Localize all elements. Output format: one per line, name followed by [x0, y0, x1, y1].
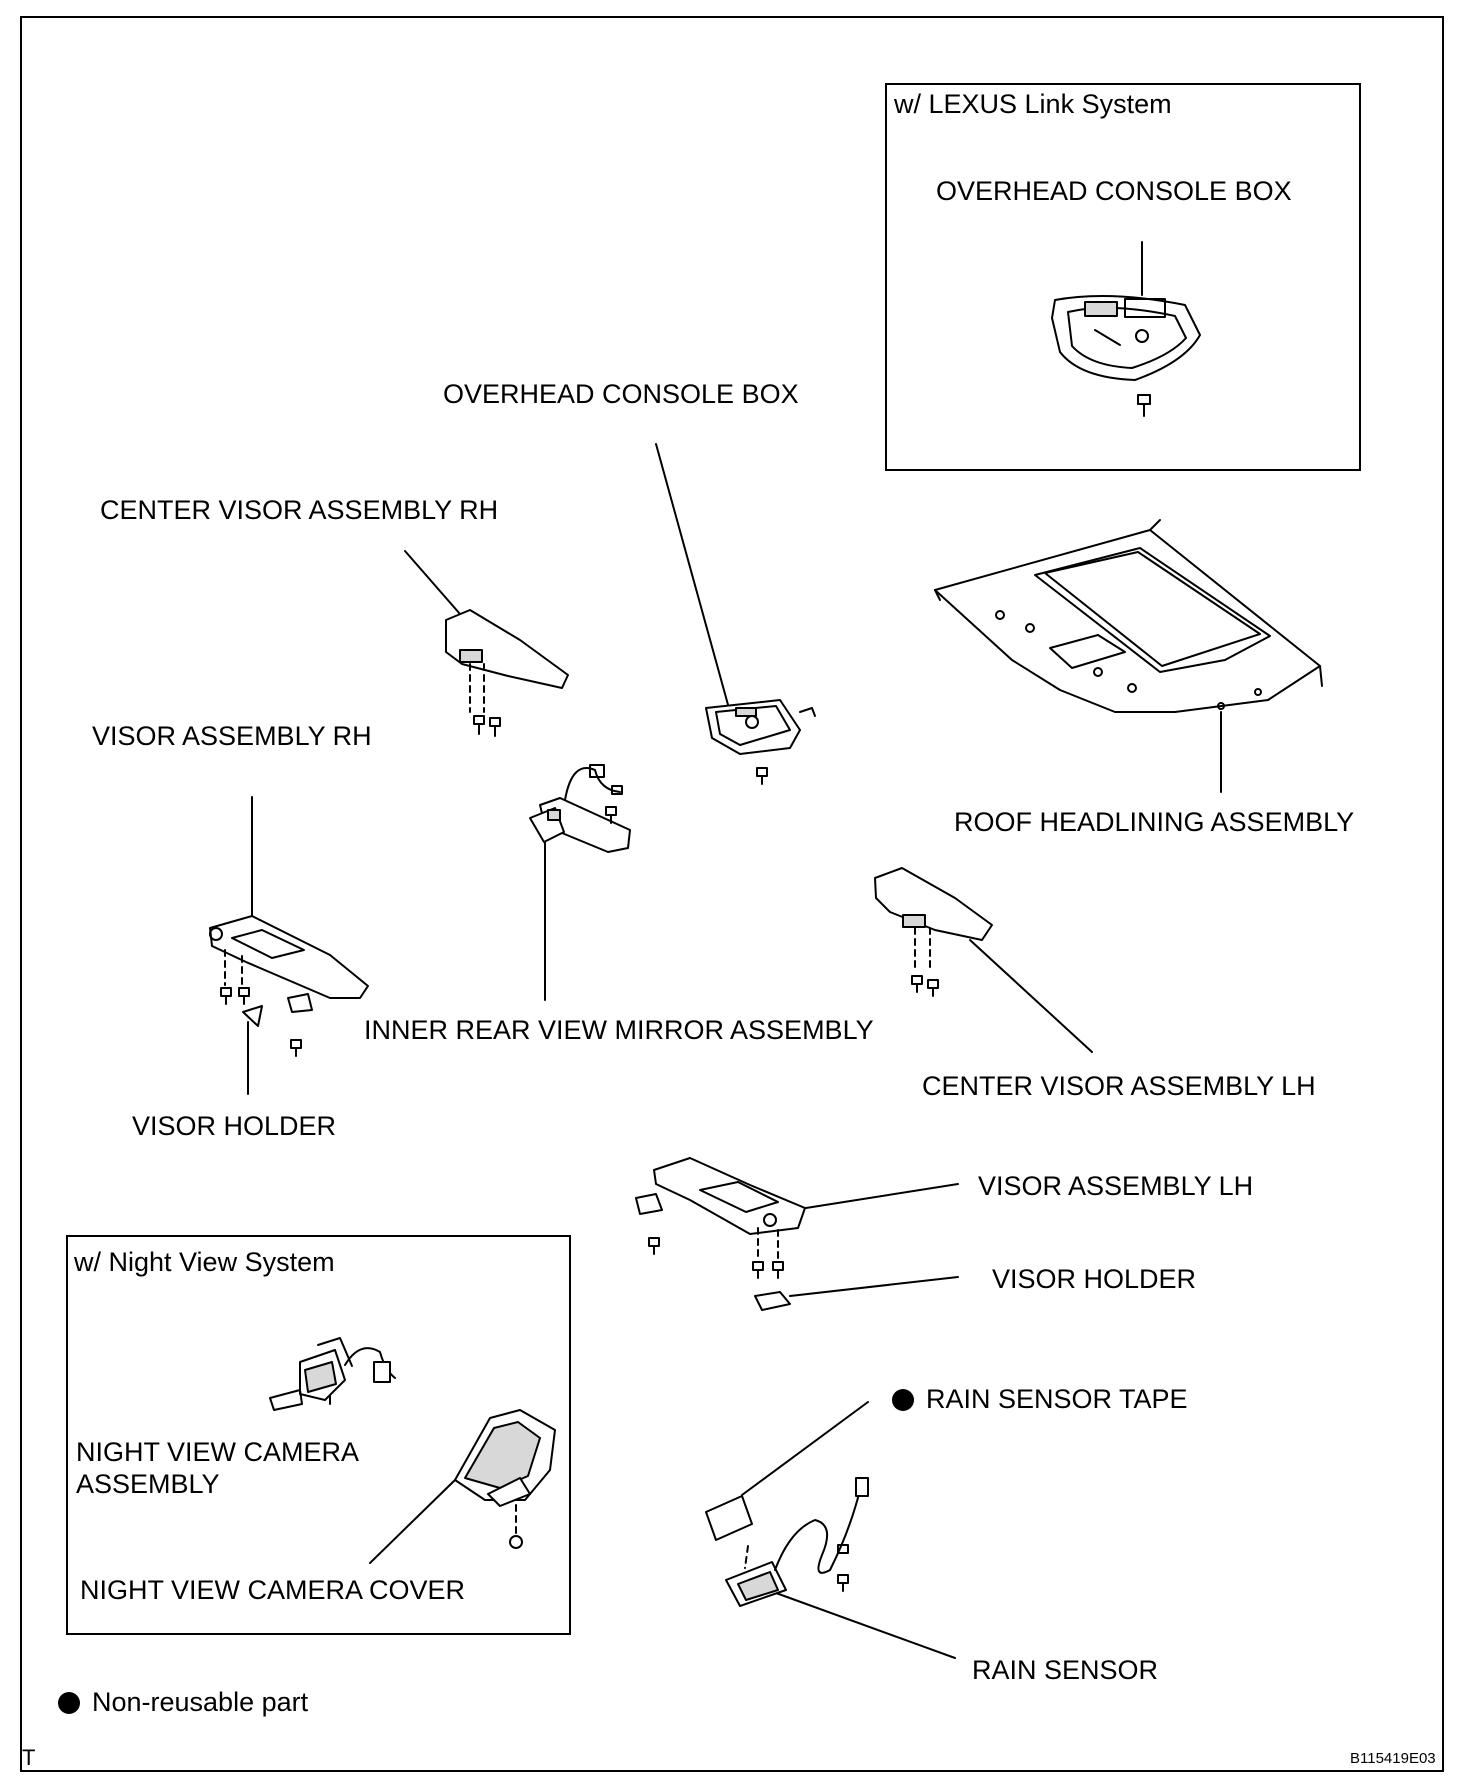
- overhead-console-box-part: [705, 699, 816, 785]
- lexus-link-inset-frame: [885, 83, 1361, 471]
- overhead-console-box-label: OVERHEAD CONSOLE BOX: [443, 379, 799, 409]
- legend-dot-icon: [58, 1692, 80, 1714]
- night-view-camera-label-line1: NIGHT VIEW CAMERA: [76, 1437, 360, 1467]
- visor-rh-label: VISOR ASSEMBLY RH: [92, 721, 372, 751]
- roof-headlining-part: [934, 519, 1323, 713]
- night-view-camera-part: [269, 1337, 396, 1411]
- rain-sensor-tape-text: RAIN SENSOR TAPE: [926, 1384, 1188, 1414]
- visor-lh-part: [635, 1157, 806, 1311]
- visor-rh-part: [209, 915, 369, 1057]
- overhead-console-box-inset-label: OVERHEAD CONSOLE BOX: [936, 176, 1292, 206]
- inner-mirror-label: INNER REAR VIEW MIRROR ASSEMBLY: [364, 1015, 874, 1045]
- center-visor-rh-label: CENTER VISOR ASSEMBLY RH: [100, 495, 499, 525]
- lexus-box-title: w/ LEXUS Link System: [894, 89, 1172, 119]
- inner-mirror-part: [529, 764, 631, 853]
- visor-holder-lh-label: VISOR HOLDER: [992, 1264, 1197, 1294]
- night-view-box-title: w/ Night View System: [74, 1247, 335, 1277]
- visor-lh-label: VISOR ASSEMBLY LH: [978, 1171, 1254, 1201]
- night-view-camera-label-line2: ASSEMBLY: [76, 1469, 220, 1499]
- legend-text: Non-reusable part: [92, 1687, 309, 1717]
- night-view-inset-frame: [66, 1235, 571, 1635]
- night-view-cover-part: [454, 1409, 556, 1549]
- outer-frame: [20, 16, 1444, 1772]
- overhead-console-box-inset-part: [1051, 295, 1201, 417]
- rain-sensor-tape-label: RAIN SENSOR TAPE: [892, 1383, 1188, 1415]
- roof-headlining-label: ROOF HEADLINING ASSEMBLY: [954, 807, 1355, 837]
- center-visor-lh-label: CENTER VISOR ASSEMBLY LH: [922, 1071, 1316, 1101]
- non-reusable-dot-icon: [892, 1389, 914, 1411]
- rain-sensor-part: [705, 1477, 869, 1607]
- corner-mark: T: [22, 1745, 36, 1770]
- legend: Non-reusable part: [58, 1686, 308, 1718]
- center-visor-rh-part: [445, 609, 569, 737]
- figure-code: B115419E03: [1350, 1750, 1436, 1767]
- visor-holder-rh-label: VISOR HOLDER: [132, 1111, 337, 1141]
- leader-lines: [247, 241, 1222, 1659]
- night-view-cover-label: NIGHT VIEW CAMERA COVER: [80, 1575, 466, 1605]
- rain-sensor-label: RAIN SENSOR: [972, 1655, 1159, 1685]
- center-visor-lh-part: [874, 867, 993, 997]
